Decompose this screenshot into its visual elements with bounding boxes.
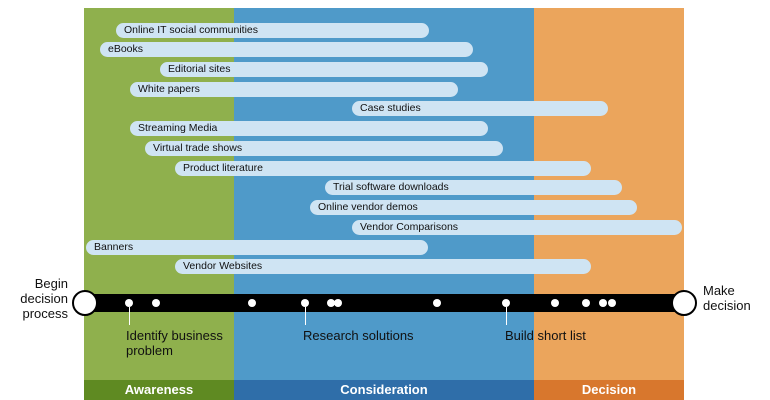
- milestone-research-solutions: Research solutions: [303, 328, 414, 343]
- channel-bar-vendor-websites: Vendor Websites: [175, 259, 591, 274]
- channel-bar-online-it-social-communities: Online IT social communities: [116, 23, 429, 38]
- channel-bar-trial-software-downloads: Trial software downloads: [325, 180, 622, 195]
- timeline-dot: [334, 299, 342, 307]
- decision-timeline: [84, 294, 684, 312]
- channel-bar-vendor-comparisons: Vendor Comparisons: [352, 220, 682, 235]
- timeline-dot: [599, 299, 607, 307]
- make-decision-label: Make decision: [703, 283, 751, 313]
- channel-bar-ebooks: eBooks: [100, 42, 473, 57]
- channel-bar-streaming-media: Streaming Media: [130, 121, 488, 136]
- channel-bar-editorial-sites: Editorial sites: [160, 62, 488, 77]
- milestone-identify-business-problem: Identify business problem: [126, 328, 223, 358]
- milestone-tick: [506, 307, 507, 325]
- channel-bar-banners: Banners: [86, 240, 428, 255]
- timeline-dot: [433, 299, 441, 307]
- channel-bar-case-studies: Case studies: [352, 101, 608, 116]
- timeline-dot: [502, 299, 510, 307]
- consideration-phase-label: Consideration: [234, 380, 534, 400]
- timeline-dot: [301, 299, 309, 307]
- timeline-dot: [608, 299, 616, 307]
- channel-bar-white-papers: White papers: [130, 82, 458, 97]
- begin-decision-process-label: Begin decision process: [20, 276, 68, 321]
- channel-bar-online-vendor-demos: Online vendor demos: [310, 200, 637, 215]
- channel-bar-virtual-trade-shows: Virtual trade shows: [145, 141, 503, 156]
- channel-bar-product-literature: Product literature: [175, 161, 591, 176]
- decision-phase-label: Decision: [534, 380, 684, 400]
- timeline-end-node: [671, 290, 697, 316]
- timeline-dot: [152, 299, 160, 307]
- timeline-dot: [582, 299, 590, 307]
- awareness-phase-label: Awareness: [84, 380, 234, 400]
- timeline-dot: [248, 299, 256, 307]
- milestone-build-short-list: Build short list: [505, 328, 586, 343]
- milestone-tick: [129, 307, 130, 325]
- timeline-dot: [327, 299, 335, 307]
- timeline-dot: [551, 299, 559, 307]
- timeline-dot: [125, 299, 133, 307]
- timeline-start-node: [72, 290, 98, 316]
- milestone-tick: [305, 307, 306, 325]
